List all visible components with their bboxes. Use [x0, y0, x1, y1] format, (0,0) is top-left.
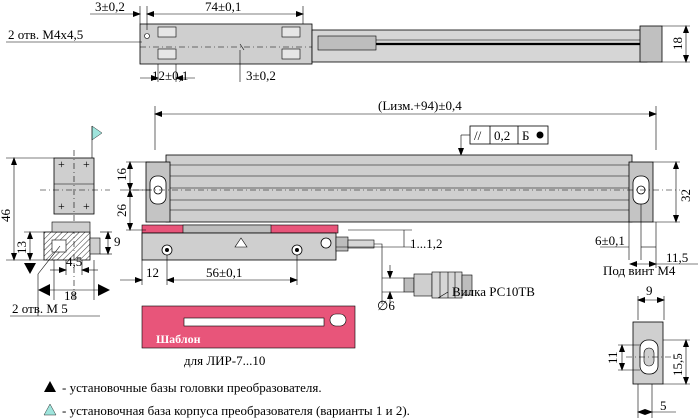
- legend-black-triangle-icon: [44, 381, 56, 392]
- dim-26: 26: [114, 204, 129, 218]
- top-hole-1: [144, 33, 150, 39]
- top-slot-2: [157, 48, 177, 60]
- datum-triangle: [234, 237, 248, 248]
- screw-dim-11: 11: [605, 351, 620, 364]
- svg-text:+: +: [58, 157, 65, 171]
- svg-text:+: +: [83, 157, 90, 171]
- top-holes-label: 2 отв. М4х4,5: [8, 27, 83, 42]
- svg-text:+: +: [83, 199, 90, 213]
- template-caption: для ЛИР-7...10: [184, 353, 265, 368]
- dim-12: 12: [146, 265, 159, 280]
- cyan-flag-marker: [91, 125, 103, 141]
- main-view: (Lизм.+94)±0,4 // 0,2 Б: [114, 98, 698, 313]
- dim-top-length: 74±0,1: [205, 0, 241, 14]
- template-shape: [141, 305, 356, 349]
- screw-dim-15-5: 15,5: [670, 353, 685, 376]
- dim-56: 56±0,1: [206, 265, 242, 280]
- datum-dot: [536, 131, 544, 139]
- cable-gland: [335, 236, 349, 252]
- tolerance-datum: Б: [522, 128, 529, 143]
- dim-11-5: 11,5: [666, 250, 688, 265]
- dim-46: 46: [0, 209, 13, 223]
- top-slot-4: [281, 48, 301, 60]
- dim-gap: 1...1,2: [410, 236, 443, 251]
- legend-light-triangle-icon: [43, 403, 57, 416]
- tolerance-value: 0,2: [494, 128, 510, 143]
- side-holes-label: 2 отв. М 5: [12, 301, 68, 316]
- template-label: Шаблон: [156, 332, 201, 346]
- dim-9: 9: [114, 234, 121, 249]
- connector-rc10tb: [403, 271, 473, 299]
- legend-item-1: - установочные базы головки преобразоват…: [62, 380, 322, 395]
- black-base-triangle-br: [98, 284, 110, 296]
- template-plate: Шаблон для ЛИР-7...10: [141, 305, 356, 368]
- connector-label: Вилка РС10ТВ: [452, 284, 535, 299]
- side-view: ++ ++ 46 13 9 4,5 18 2 отв.: [0, 125, 121, 317]
- screw-dim-5: 5: [660, 398, 667, 413]
- dim-top-12: 12±0,1: [152, 68, 188, 83]
- dim-32: 32: [678, 189, 693, 202]
- screw-detail: Под винт М4 9 11 15,5 5: [603, 263, 690, 418]
- top-end-cap: [639, 25, 663, 63]
- dim-6: 6±0,1: [595, 233, 625, 248]
- black-base-triangle-bl: [38, 284, 50, 296]
- top-slot-3: [281, 26, 301, 38]
- screw-detail-title: Под винт М4: [603, 263, 676, 278]
- legend: - установочные базы головки преобразоват…: [43, 380, 410, 418]
- dim-13: 13: [14, 241, 29, 254]
- top-view: 3±0,2 74±0,1 2 отв. М4х4,5 12±0,1 3±0,2 …: [6, 0, 690, 83]
- dim-dia6: ∅6: [377, 298, 395, 313]
- dim-4-5: 4,5: [66, 254, 82, 269]
- dim-top-offset: 3±0,2: [95, 0, 125, 14]
- svg-text:+: +: [58, 199, 65, 213]
- dim-top-3: 3±0,2: [246, 68, 276, 83]
- top-slot-1: [157, 26, 177, 38]
- dim-18: 18: [64, 288, 77, 303]
- screw-dim-9: 9: [646, 283, 653, 298]
- dim-16: 16: [114, 168, 129, 182]
- legend-item-2: - установочная база корпуса преобразоват…: [62, 403, 410, 418]
- scale-body: [165, 154, 633, 223]
- black-base-triangle-left: [24, 263, 36, 274]
- dim-total-length: (Lизм.+94)±0,4: [378, 98, 462, 113]
- dim-top-height: 18: [670, 37, 685, 50]
- tolerance-symbol: //: [474, 128, 482, 143]
